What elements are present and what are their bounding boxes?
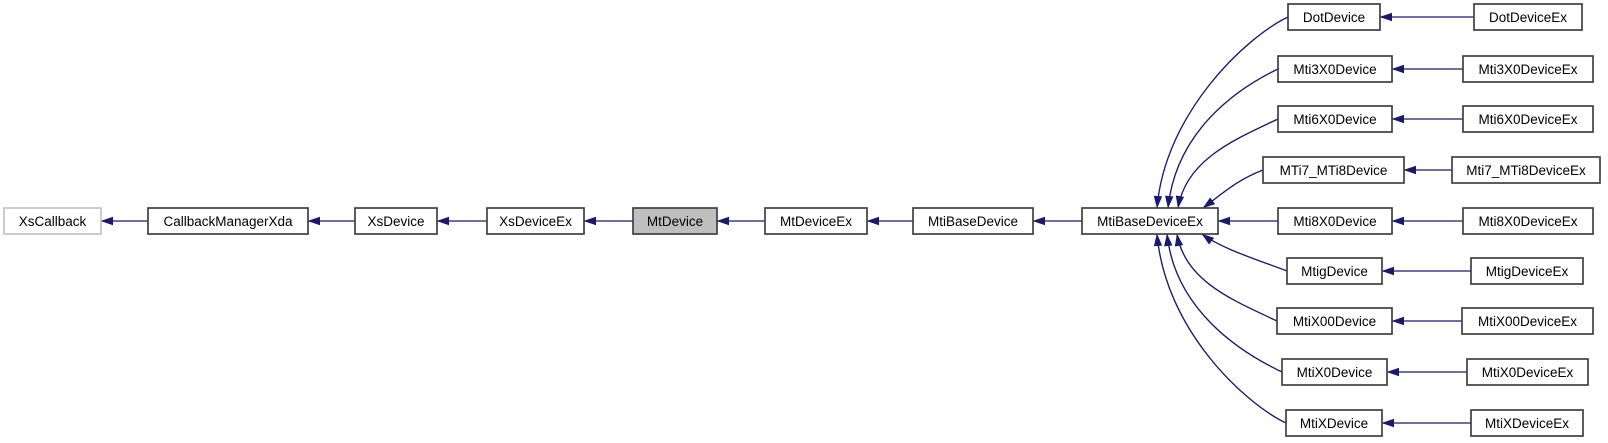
class-node-label: Mti3X0Device [1293,62,1376,77]
class-node-box [1081,207,1219,235]
class-node-label: XsDevice [367,214,424,229]
class-node-box [912,207,1034,235]
class-node-label: DotDeviceEx [1489,10,1567,25]
class-node-label: MtiXDeviceEx [1485,416,1569,431]
class-node-box [1473,3,1583,31]
class-node-DotDevice[interactable]: DotDevice [1287,3,1381,31]
class-node-box [1462,55,1594,83]
class-node-label: MTi7_MTi8Device [1280,163,1388,178]
class-node-label: MtiX00DeviceEx [1478,314,1577,329]
inheritance-arrow-MTi7_MTi8Device-to-MtiBaseDeviceEx [1202,169,1264,209]
class-node-Mti8X0DeviceEx[interactable]: Mti8X0DeviceEx [1462,207,1594,235]
class-node-box [1277,207,1393,235]
inheritance-arrow-Mti6X0Device-to-MtiBaseDeviceEx [1175,118,1279,209]
inheritance-arrow-MtiX00Device-to-MtiBaseDeviceEx [1174,233,1278,322]
class-node-box [1470,257,1584,285]
class-nodes: XsCallback CallbackManagerXda XsDevice XsDe… [3,3,1601,437]
class-node-box [1462,105,1594,133]
class-node-MtiXDeviceEx[interactable]: MtiXDeviceEx [1470,409,1584,437]
class-node-MTi7_MTi8Device[interactable]: MTi7_MTi8Device [1262,156,1405,184]
class-node-box [1470,409,1584,437]
class-node-MtiX0Device[interactable]: MtiX0Device [1281,358,1388,386]
class-node-box [3,207,102,235]
class-node-box [1277,55,1393,83]
class-node-Mti6X0Device[interactable]: Mti6X0Device [1277,105,1393,133]
class-node-box [1451,156,1601,184]
class-node-box [1286,257,1383,285]
class-node-box [1285,409,1383,437]
class-node-label: Mti8X0DeviceEx [1478,214,1577,229]
class-node-MtiX00Device[interactable]: MtiX00Device [1276,307,1393,335]
class-node-Mti6X0DeviceEx[interactable]: Mti6X0DeviceEx [1462,105,1594,133]
class-node-XsCallback: XsCallback [3,207,102,235]
class-node-label: MtiX0Device [1297,365,1373,380]
class-node-label: MtiBaseDevice [928,214,1018,229]
class-node-label: MtiX00Device [1293,314,1376,329]
class-node-label: XsDeviceEx [499,214,572,229]
class-node-label: Mti6X0DeviceEx [1478,112,1577,127]
class-node-label: Mti3X0DeviceEx [1478,62,1577,77]
class-node-MtiBaseDevice[interactable]: MtiBaseDevice [912,207,1034,235]
class-node-box [147,207,309,235]
class-node-MtiX0DeviceEx[interactable]: MtiX0DeviceEx [1466,358,1589,386]
class-node-MtiBaseDeviceEx[interactable]: MtiBaseDeviceEx [1081,207,1219,235]
inheritance-arrow-MtiXDevice-to-MtiBaseDeviceEx [1153,233,1287,424]
class-node-MtDevice: MtDevice [632,207,718,235]
inheritance-arrow-MtigDevice-to-MtiBaseDeviceEx [1201,233,1288,272]
class-node-label: Mti6X0Device [1293,112,1376,127]
class-node-box [486,207,585,235]
class-node-box [354,207,438,235]
class-node-label: MtiBaseDeviceEx [1097,214,1203,229]
inheritance-arrow-Mti3X0Device-to-MtiBaseDeviceEx [1165,68,1279,209]
class-node-label: MtigDevice [1301,264,1368,279]
class-node-label: XsCallback [19,214,87,229]
class-node-box [1281,358,1388,386]
class-node-label: MtDevice [647,214,703,229]
class-node-XsDevice[interactable]: XsDevice [354,207,438,235]
class-node-Mti3X0DeviceEx[interactable]: Mti3X0DeviceEx [1462,55,1594,83]
class-node-MtiX00DeviceEx[interactable]: MtiX00DeviceEx [1461,307,1594,335]
class-node-box [1462,207,1594,235]
class-node-box [1466,358,1589,386]
class-node-CallbackManagerXda[interactable]: CallbackManagerXda [147,207,309,235]
class-node-label: DotDevice [1303,10,1365,25]
class-node-box [1287,3,1381,31]
class-node-MtigDeviceEx[interactable]: MtigDeviceEx [1470,257,1584,285]
class-node-XsDeviceEx[interactable]: XsDeviceEx [486,207,585,235]
class-node-label: MtiX0DeviceEx [1482,365,1574,380]
inheritance-edges [100,12,1474,428]
class-node-DotDeviceEx[interactable]: DotDeviceEx [1473,3,1583,31]
class-node-label: MtiXDevice [1300,416,1368,431]
inheritance-arrow-DotDevice-to-MtiBaseDeviceEx [1153,16,1289,209]
class-node-label: Mti8X0Device [1293,214,1376,229]
class-node-box [632,207,718,235]
class-node-box [1461,307,1594,335]
class-node-label: CallbackManagerXda [163,214,293,229]
class-node-box [764,207,868,235]
inheritance-arrow-MtiX0Device-to-MtiBaseDeviceEx [1164,233,1283,373]
class-node-label: Mti7_MTi8DeviceEx [1466,163,1586,178]
class-node-Mti8X0Device[interactable]: Mti8X0Device [1277,207,1393,235]
class-node-box [1277,105,1393,133]
class-node-Mti7_MTi8DeviceEx[interactable]: Mti7_MTi8DeviceEx [1451,156,1601,184]
class-node-MtigDevice[interactable]: MtigDevice [1286,257,1383,285]
class-node-Mti3X0Device[interactable]: Mti3X0Device [1277,55,1393,83]
class-node-box [1262,156,1405,184]
class-node-MtiXDevice[interactable]: MtiXDevice [1285,409,1383,437]
class-node-label: MtigDeviceEx [1486,264,1569,279]
class-node-box [1276,307,1393,335]
class-node-label: MtDeviceEx [780,214,852,229]
class-node-MtDeviceEx[interactable]: MtDeviceEx [764,207,868,235]
